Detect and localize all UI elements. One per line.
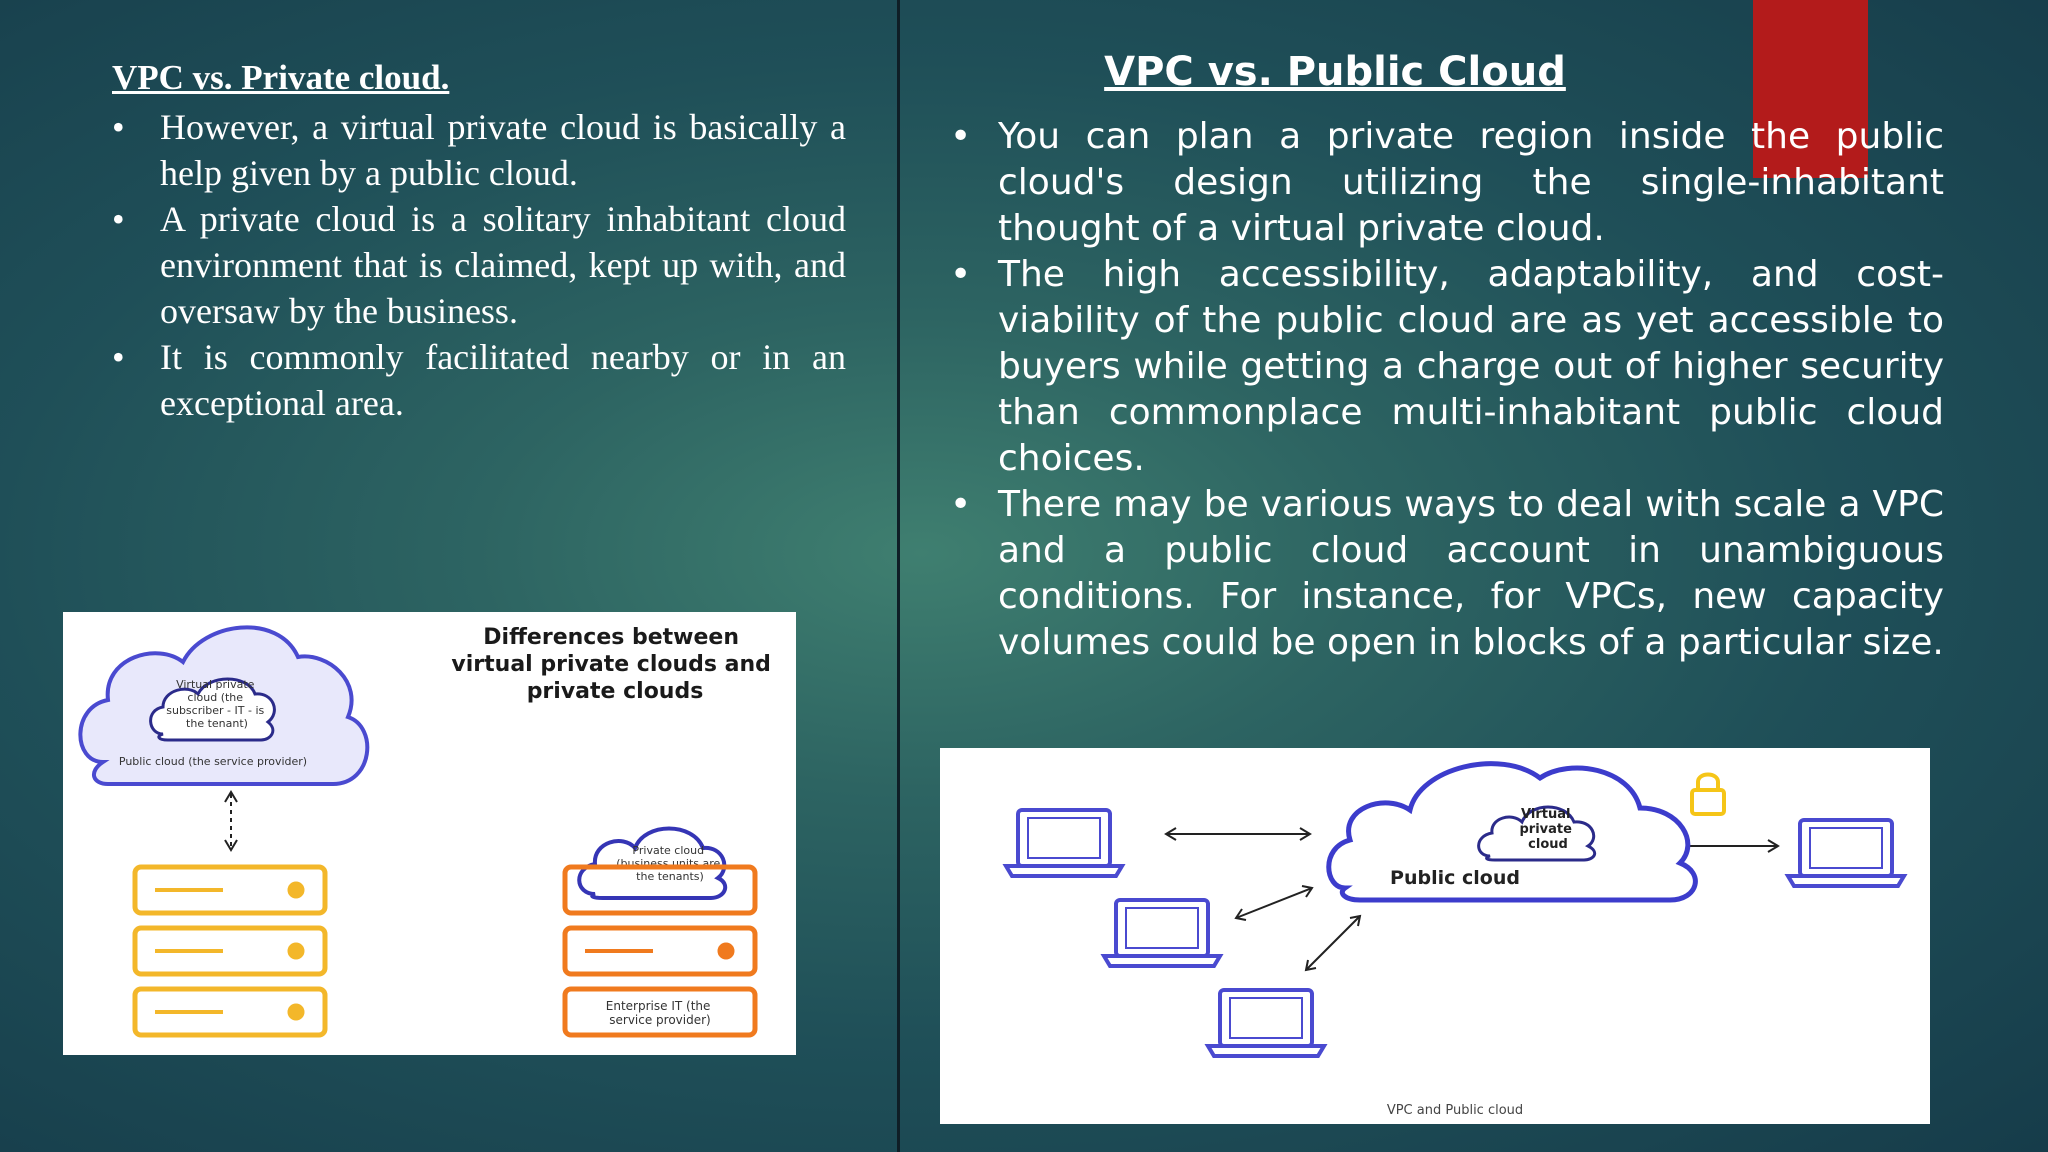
server-details-yellow xyxy=(155,881,305,1021)
laptop-icon xyxy=(1204,988,1328,1058)
bullet-text: The high accessibility, adaptability, an… xyxy=(998,254,1944,479)
list-item: • The high accessibility, adaptability, a… xyxy=(950,252,1944,482)
server-stack-orange-icon xyxy=(562,864,758,1038)
public-cloud-label: Public cloud (the service provider) xyxy=(119,755,307,768)
right-heading: VPC vs. Public Cloud xyxy=(1104,49,1566,95)
laptop-icon xyxy=(1002,808,1126,878)
bullet-icon: • xyxy=(112,199,125,239)
list-item: • A private cloud is a solitary inhabitan… xyxy=(112,196,846,334)
arrow-up-icon xyxy=(224,790,238,803)
list-item: • There may be various ways to deal with … xyxy=(950,482,1944,666)
server-details-orange xyxy=(585,942,735,960)
bullet-text: There may be various ways to deal with s… xyxy=(998,484,1944,663)
bullet-text: A private cloud is a solitary inhabitant… xyxy=(160,199,846,331)
red-accent-bar xyxy=(1753,0,1868,178)
bullet-icon: • xyxy=(112,337,125,377)
bullet-text: You can plan a private region inside the… xyxy=(998,116,1944,249)
lock-icon xyxy=(1690,772,1726,816)
diagram-right-svg: Virtual private cloud Public cloud VPC a… xyxy=(1002,761,1908,1118)
vpc-label: Virtual private cloud xyxy=(1520,807,1577,852)
bullet-icon: • xyxy=(112,107,125,147)
double-arrow-icon xyxy=(1164,827,1312,841)
diagram-left-svg: Virtual private cloud (the subscriber - … xyxy=(78,625,778,1038)
bullet-icon: • xyxy=(950,484,972,525)
column-divider xyxy=(897,0,900,1152)
vpc-and-public-cloud-diagram: Virtual private cloud Public cloud VPC a… xyxy=(940,748,1930,1124)
double-arrow-icon xyxy=(1234,885,1314,921)
right-bullet-list: • You can plan a private region inside th… xyxy=(950,114,1944,666)
bullet-icon: • xyxy=(950,254,972,295)
list-item: • You can plan a private region inside th… xyxy=(950,114,1944,252)
double-arrow-icon xyxy=(1304,914,1362,972)
left-bullet-list: • However, a virtual private cloud is bas… xyxy=(112,104,846,426)
vpc-label: Virtual private cloud (the subscriber - … xyxy=(166,678,268,730)
server-stack-yellow-icon xyxy=(132,864,328,1038)
bullet-text: It is commonly facilitated nearby or in … xyxy=(160,337,846,423)
arrow-down-icon xyxy=(224,839,238,852)
public-cloud-label: Public cloud xyxy=(1390,867,1520,889)
list-item: • It is commonly facilitated nearby or in… xyxy=(112,334,846,426)
laptop-icon xyxy=(1100,898,1224,968)
diagram-caption: VPC and Public cloud xyxy=(1387,1103,1523,1118)
enterprise-label: Enterprise IT (the service provider) xyxy=(606,999,714,1027)
laptop-icon xyxy=(1784,818,1908,888)
left-section: VPC vs. Private cloud. • However, a virtu… xyxy=(112,56,846,426)
vpc-cloud-icon xyxy=(149,677,276,742)
vpc-cloud-icon xyxy=(1477,805,1597,862)
list-item: • However, a virtual private cloud is bas… xyxy=(112,104,846,196)
diagram-title: Differences between virtual private clou… xyxy=(451,625,778,704)
bullet-text: However, a virtual private cloud is basi… xyxy=(160,107,846,193)
left-heading: VPC vs. Private cloud. xyxy=(112,58,450,97)
right-section: • You can plan a private region inside th… xyxy=(950,114,1944,666)
bullet-icon: • xyxy=(950,116,972,157)
vpc-vs-private-cloud-diagram: Virtual private cloud (the subscriber - … xyxy=(63,612,796,1055)
private-cloud-icon xyxy=(577,826,728,900)
